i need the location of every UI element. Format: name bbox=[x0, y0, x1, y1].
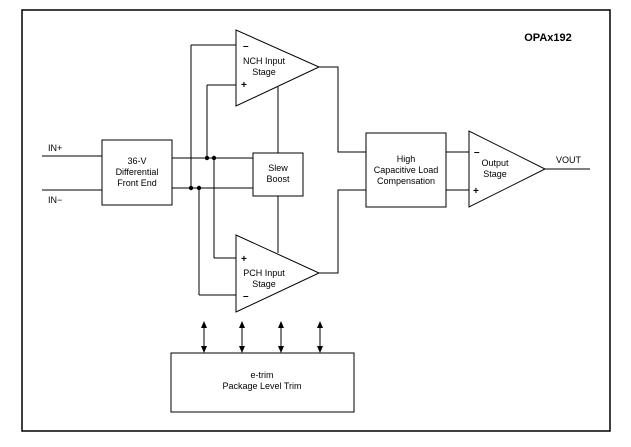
output-stage-label-1: Output bbox=[481, 158, 509, 168]
pch-minus-sign: – bbox=[243, 291, 249, 302]
front-end-block bbox=[101, 139, 173, 206]
junction-dot bbox=[204, 155, 210, 161]
slew-boost-label-2: Boost bbox=[266, 174, 290, 184]
output-stage bbox=[468, 130, 547, 208]
output-stage-label-2: Stage bbox=[483, 169, 507, 179]
slew-boost-label-1: Slew bbox=[268, 163, 288, 173]
pch-input-stage bbox=[235, 234, 321, 313]
junction-dot bbox=[188, 185, 194, 191]
bidirectional-arrow-icon bbox=[201, 321, 207, 353]
compensation-label-3: Compensation bbox=[377, 176, 435, 186]
nch-label-1: NCH Input bbox=[243, 56, 286, 66]
nch-input-stage bbox=[235, 29, 321, 107]
trim-arrows bbox=[201, 321, 323, 353]
junction-dot bbox=[211, 155, 217, 161]
pch-label-1: PCH Input bbox=[243, 268, 285, 278]
diagram-title: OPAx192 bbox=[524, 32, 572, 44]
compensation-label-2: Capacitive Load bbox=[374, 165, 439, 175]
figure-frame bbox=[21, 9, 611, 432]
bidirectional-arrow-icon bbox=[317, 321, 323, 353]
etrim-block bbox=[170, 352, 355, 413]
output-minus-sign: – bbox=[474, 147, 480, 158]
pch-plus-sign: + bbox=[241, 254, 247, 265]
compensation-block bbox=[365, 132, 447, 208]
bidirectional-arrow-icon bbox=[239, 321, 245, 353]
nch-minus-sign: – bbox=[243, 41, 249, 52]
nch-plus-sign: + bbox=[241, 80, 247, 91]
output-plus-sign: + bbox=[473, 186, 479, 197]
front-end-label-2: Differential bbox=[116, 167, 159, 177]
etrim-label-2: Package Level Trim bbox=[222, 381, 301, 391]
bidirectional-arrow-icon bbox=[278, 321, 284, 353]
in-plus-label: IN+ bbox=[48, 143, 62, 153]
front-end-label-1: 36-V bbox=[127, 156, 146, 166]
etrim-label-1: e-trim bbox=[251, 370, 274, 380]
compensation-label-1: High bbox=[397, 154, 416, 164]
vout-label: VOUT bbox=[556, 155, 582, 165]
pch-label-2: Stage bbox=[252, 279, 276, 289]
junction-dot bbox=[196, 185, 202, 191]
nch-label-2: Stage bbox=[252, 67, 276, 77]
in-minus-label: IN− bbox=[48, 195, 62, 205]
pch-output-wire bbox=[319, 189, 366, 274]
nch-output-wire bbox=[319, 66, 366, 153]
front-end-label-3: Front End bbox=[117, 178, 157, 188]
